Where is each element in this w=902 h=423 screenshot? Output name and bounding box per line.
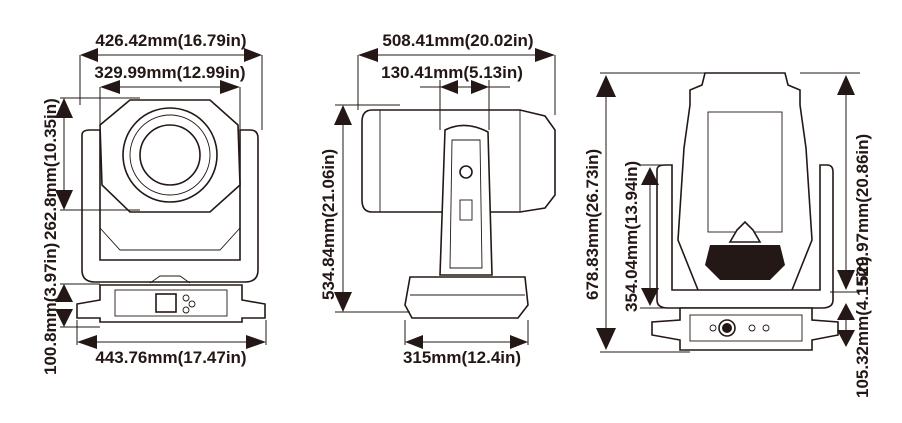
arrow-icon [440, 80, 458, 94]
arrow-icon [244, 48, 262, 62]
arrow-icon [837, 75, 855, 95]
overall-height-label: 678.83mm(26.73in) [583, 149, 602, 300]
head-height-label: 262.8mm(10.35in) [41, 98, 60, 240]
side-view-fixture [361, 109, 556, 319]
arrow-icon [55, 98, 73, 118]
arrow-icon [80, 48, 98, 62]
side-view: 508.41mm(20.02in) 130.41mm(5.13in) 534.8… [319, 31, 556, 367]
arrow-icon [55, 190, 73, 210]
arrow-icon [220, 80, 240, 94]
arrow-icon [358, 48, 378, 62]
arm-width-label: 130.41mm(5.13in) [381, 63, 523, 82]
base-depth-label: 315mm(12.4in) [403, 348, 521, 367]
arrow-icon [77, 335, 97, 349]
overall-width-label: 426.42mm(16.79in) [95, 31, 246, 50]
arrow-icon [641, 288, 659, 306]
arrow-icon [837, 270, 855, 290]
head-width-label: 329.99mm(12.99in) [94, 63, 245, 82]
overall-depth-label: 508.41mm(20.02in) [382, 31, 533, 50]
arrow-icon [837, 330, 855, 347]
arrow-icon [596, 75, 616, 97]
rear-view: 678.83mm(26.73in) 354.04mm(13.94in) 529.… [583, 72, 872, 398]
arrow-icon [405, 335, 423, 349]
arrow-icon [535, 48, 555, 62]
upper-height-label: 529.97mm(20.86in) [853, 134, 872, 285]
arrow-icon [100, 80, 120, 94]
base-width-label: 443.76mm(17.47in) [95, 348, 246, 367]
arrow-icon [471, 80, 489, 94]
rear-view-fixture [651, 72, 839, 351]
rear-base-height-label: 105.32mm(4.15in) [853, 256, 872, 398]
arrow-icon [55, 309, 73, 327]
base-height-label: 100.8mm(3.97in) [41, 243, 60, 375]
arrow-icon [837, 303, 855, 320]
arrow-icon [596, 328, 616, 350]
arrow-icon [334, 105, 352, 125]
arrow-icon [641, 167, 659, 185]
arrow-icon [55, 284, 73, 302]
arrow-icon [334, 292, 352, 312]
arrow-icon [246, 335, 266, 349]
front-view-fixture [76, 99, 266, 323]
arrow-icon [510, 335, 528, 349]
height-label: 534.84mm(21.06in) [319, 149, 338, 300]
front-view: 426.42mm(16.79in) 329.99mm(12.99in) 100.… [41, 31, 267, 375]
yoke-height-label: 354.04mm(13.94in) [622, 161, 641, 312]
